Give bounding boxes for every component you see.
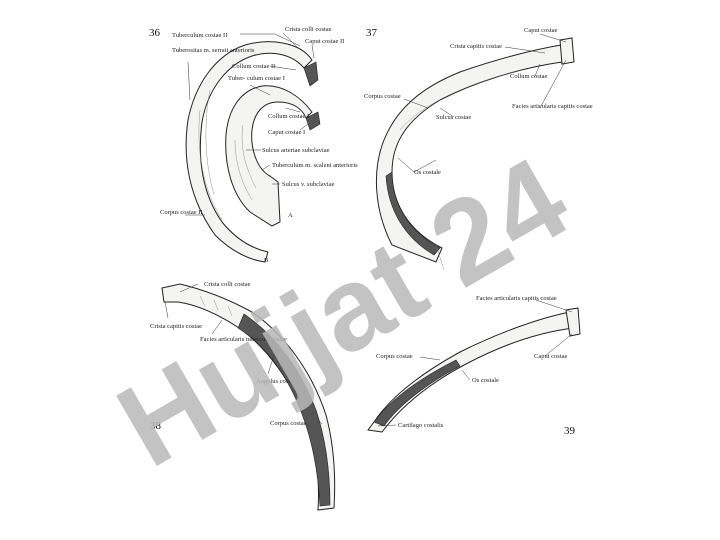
label-37-sulcus-costae: Sulcus costae — [436, 114, 471, 121]
figure-38: 38 Crista colli costae Crista capitis co… — [150, 281, 336, 511]
watermark-text: Hujjat 24 — [97, 132, 589, 492]
watermark: Hujjat 24 — [97, 132, 589, 492]
label-tuberculum-scaleni: Tuberculum m. scaleni anterioris — [272, 162, 358, 169]
label-tuberositas: Tuberositas m. serrati anterioris — [172, 47, 255, 54]
figure-36-number: 36 — [149, 27, 161, 39]
label-caput-costae-1: Caput costae I — [268, 129, 305, 136]
label-tuberculum-costae-2: Tuberculum costae II — [172, 32, 227, 39]
label-39-os-costale: Os costale — [472, 377, 499, 384]
rib-37-head — [559, 37, 575, 65]
rib-2-drawing — [185, 41, 313, 263]
label-38-corpus-costae: Corpus costae — [270, 420, 307, 427]
label-sulcus-v-subclaviae: Sulcus v. subclaviae — [282, 181, 335, 188]
label-37-os-costale: Os costale — [414, 169, 441, 176]
label-37-collum-costae: Collum costae — [510, 73, 547, 80]
figure-39-number: 39 — [564, 425, 576, 437]
label-tuberculum-costae-1: Tuber- culum costae I — [228, 75, 285, 82]
label-38-crista-capitis: Crista capitis costae — [150, 323, 202, 330]
label-collum-costae-1: Collum costae I — [268, 113, 309, 120]
figure-38-number: 38 — [150, 420, 162, 432]
rib-1-head — [305, 111, 321, 131]
label-39-caput-costae: Caput costae — [534, 353, 568, 360]
label-letter-b: B — [264, 257, 269, 264]
label-sulcus-a-subclaviae: Sulcus arteriae subclaviae — [262, 147, 330, 154]
label-collum-costae-2: Collum costae II — [232, 63, 275, 70]
label-letter-a: A — [288, 212, 293, 219]
label-37-crista-capitis: Crista capitis costae — [450, 43, 502, 50]
label-38-crista-colli: Crista colli costae — [204, 281, 251, 288]
label-37-corpus-costae: Corpus costae — [364, 93, 401, 100]
label-39-corpus-costae: Corpus costae — [376, 353, 413, 360]
label-crista-colli-costae: Crista colli costae — [285, 26, 332, 33]
figure-37-number: 37 — [366, 27, 378, 39]
figure-37: 37 Caput costae Crista capitis costae Co… — [364, 27, 593, 271]
figure-36: 36 Tuberculum costae II Crista colli cos… — [149, 26, 358, 264]
label-39-facies-articularis: Facies articularis capitis costae — [476, 295, 557, 302]
label-38-facies-tuberculi: Facies articularis tuberculi costae — [200, 336, 287, 343]
label-caput-costae-2: Caput costae II — [305, 38, 344, 45]
label-37-facies-articularis: Facies articularis capitis costae — [512, 103, 593, 110]
rib-1-drawing — [225, 85, 313, 227]
rib-39-head — [565, 307, 581, 337]
label-corpus-costae-2: Corpus costae II — [160, 209, 203, 216]
figure-39: 39 Facies articularis capitis costae Cor… — [367, 295, 581, 437]
label-38-angulus-costae: Angulus costae — [256, 378, 296, 385]
label-37-caput-costae: Caput costae — [524, 27, 558, 34]
rib-2-head — [303, 61, 319, 87]
label-39-cartilago-costalis: Cartilago costalis — [398, 422, 444, 429]
